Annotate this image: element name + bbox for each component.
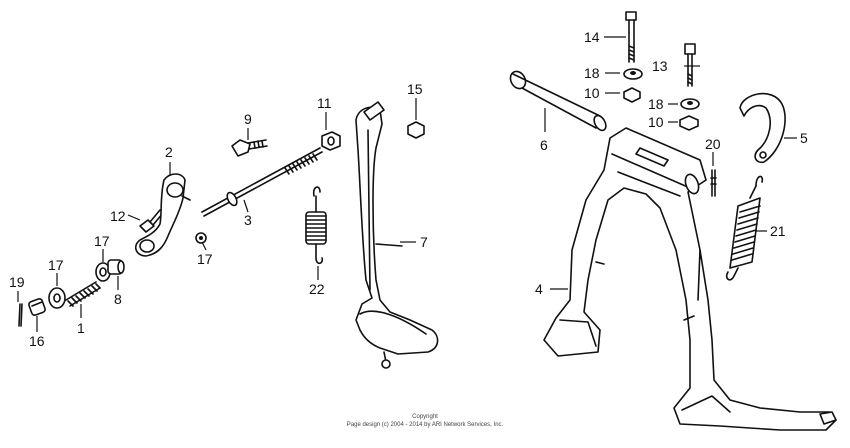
- callout-19: 19: [9, 274, 25, 290]
- part-18-washer-lower: [680, 98, 700, 110]
- part-17-washer-small: [195, 232, 207, 244]
- copyright-line: Page design (c) 2004 - 2014 by ARI Netwo…: [347, 422, 504, 428]
- part-22-spring: [305, 186, 327, 265]
- part-2-arm: [134, 173, 191, 257]
- callout-21: 21: [770, 223, 786, 239]
- part-9-bolt: [231, 139, 268, 157]
- callout-8: 8: [114, 291, 122, 307]
- part-10-nut-upper: [623, 87, 641, 103]
- callout-17-small: 17: [197, 251, 213, 267]
- part-1-spring: [65, 281, 101, 307]
- part-13-bolt: [684, 43, 696, 87]
- part-17-washer-lower: [48, 287, 66, 309]
- callout-10-lower: 10: [648, 114, 664, 130]
- callout-17-middle: 17: [94, 233, 110, 249]
- part-14-long-bolt: [625, 11, 637, 63]
- part-21-spring: [725, 175, 764, 281]
- part-11-nut: [321, 131, 341, 151]
- callout-22: 22: [309, 281, 325, 297]
- callout-11: 11: [317, 95, 332, 111]
- copyright-notice: Copyright Page design (c) 2004 - 2014 by…: [347, 414, 504, 428]
- copyright-title: Copyright: [412, 414, 438, 420]
- part-3-rod: [201, 147, 323, 217]
- callout-18-lower: 18: [648, 96, 664, 112]
- callout-6: 6: [540, 137, 548, 153]
- callout-17-lower: 17: [48, 257, 64, 273]
- callout-labels: 19 16 17 1 17 8 12 2 17 3 9 11 7 22 15 6…: [9, 29, 808, 349]
- callout-9: 9: [244, 111, 252, 127]
- part-5-hook-bracket: [739, 92, 786, 164]
- callout-10-upper: 10: [584, 85, 600, 101]
- callout-2: 2: [165, 144, 173, 160]
- part-8-collar: [107, 259, 125, 275]
- part-6-shaft: [509, 70, 607, 132]
- callout-18-upper: 18: [584, 65, 600, 81]
- part-18-washer-upper: [623, 68, 643, 80]
- callout-16: 16: [29, 333, 45, 349]
- callout-20: 20: [705, 136, 721, 152]
- callout-14: 14: [584, 29, 600, 45]
- callout-7: 7: [420, 234, 428, 250]
- part-16-pin: [28, 298, 46, 316]
- callout-13: 13: [652, 58, 668, 74]
- part-20-pin: [710, 169, 717, 197]
- part-4-center-stand: [543, 127, 837, 431]
- callout-12: 12: [110, 208, 126, 224]
- part-19-cotter-pin: [18, 303, 23, 327]
- callout-3: 3: [244, 212, 252, 228]
- leader-lines: [17, 36, 797, 332]
- callout-15: 15: [407, 81, 423, 97]
- callout-4: 4: [535, 281, 543, 297]
- part-10-nut-lower: [679, 115, 699, 131]
- part-15-nut: [407, 121, 425, 139]
- callout-5: 5: [800, 130, 808, 146]
- callout-1: 1: [77, 320, 85, 336]
- part-7-side-stand: [355, 101, 439, 369]
